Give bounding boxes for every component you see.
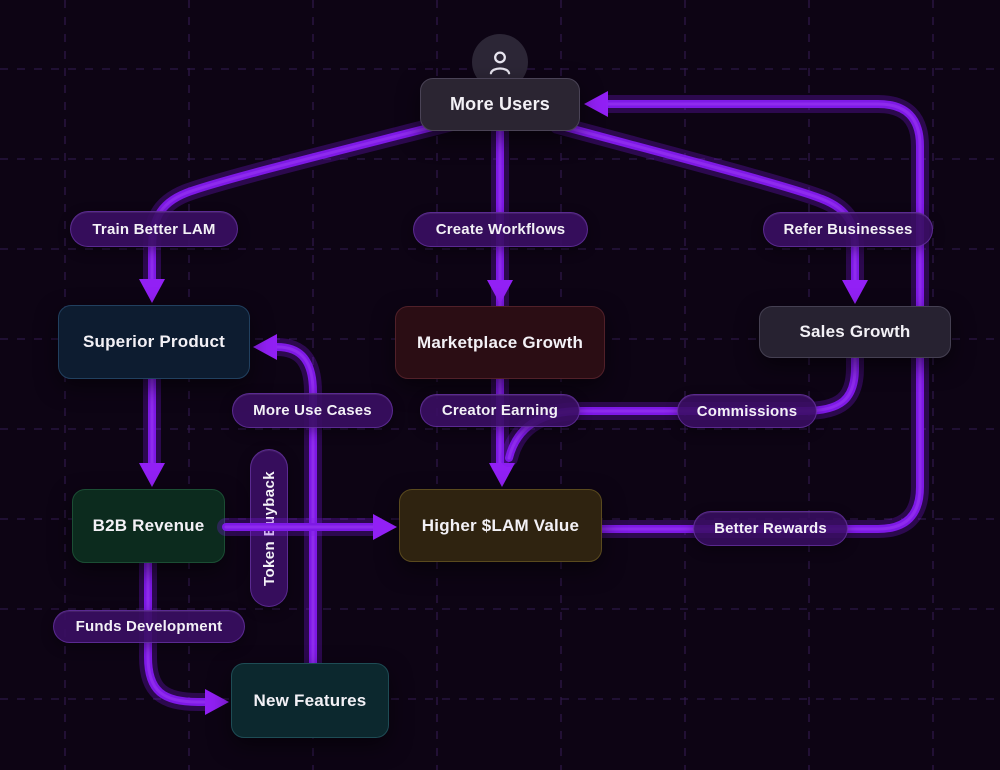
creator-earning: Creator Earning	[420, 394, 580, 427]
better-rewards: Better Rewards	[693, 511, 848, 546]
higher-lam-value: Higher $LAM Value	[399, 489, 602, 562]
more-use-cases: More Use Cases	[232, 393, 393, 428]
new-features: New Features	[231, 663, 389, 738]
funds-development-label: Funds Development	[75, 618, 223, 635]
b2b-revenue: B2B Revenue	[72, 489, 225, 563]
create-workflows: Create Workflows	[413, 212, 588, 247]
token-buyback: Token Buyback	[250, 449, 288, 607]
user-icon	[489, 51, 511, 75]
more-users: More Users	[420, 78, 580, 131]
superior-product-label: Superior Product	[82, 332, 226, 351]
refer-businesses: Refer Businesses	[763, 212, 933, 247]
create-workflows-label: Create Workflows	[435, 221, 566, 238]
higher-lam-value-label: Higher $LAM Value	[421, 515, 580, 535]
marketplace-growth-label: Marketplace Growth	[416, 332, 584, 352]
commissions-label: Commissions	[696, 402, 798, 420]
new-features-label: New Features	[253, 690, 367, 710]
more-users-label: More Users	[449, 94, 551, 114]
superior-product: Superior Product	[58, 305, 250, 379]
token-buyback-label: Token Buyback	[260, 470, 278, 586]
marketplace-growth: Marketplace Growth	[395, 306, 605, 379]
better-rewards-label: Better Rewards	[714, 520, 827, 537]
funds-development: Funds Development	[53, 610, 245, 643]
commissions: Commissions	[677, 394, 817, 428]
refer-businesses-label: Refer Businesses	[783, 221, 913, 238]
sales-growth-label: Sales Growth	[799, 322, 911, 341]
creator-earning-label: Creator Earning	[441, 402, 559, 419]
sales-growth: Sales Growth	[759, 306, 951, 358]
more-use-cases-label: More Use Cases	[253, 402, 372, 419]
b2b-revenue-label: B2B Revenue	[92, 516, 205, 535]
train-better-lam-label: Train Better LAM	[92, 220, 216, 238]
train-better-lam: Train Better LAM	[70, 211, 238, 247]
